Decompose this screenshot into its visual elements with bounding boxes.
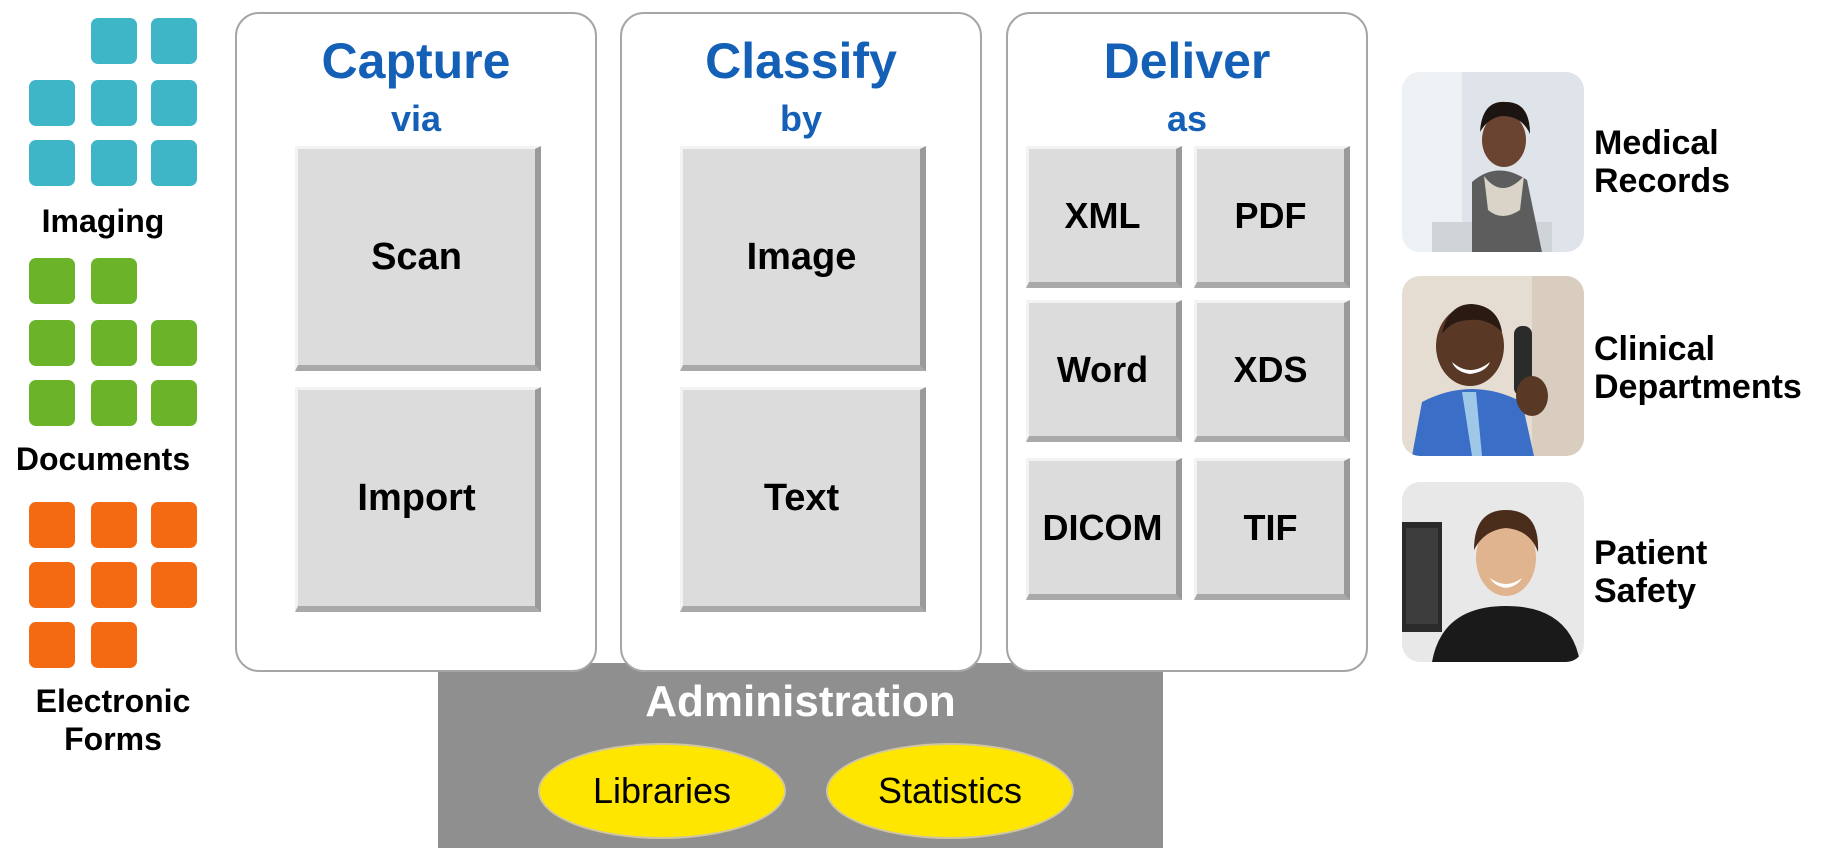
dicom-button[interactable]: DICOM [1026,458,1182,600]
source-label-imaging: Imaging [41,203,165,239]
audience-label-patient-safety: Patient Safety [1594,534,1707,610]
clinical-departments-photo [1402,276,1584,456]
audience-label-medical-records: Medical Records [1594,124,1730,200]
text-button[interactable]: Text [680,387,926,612]
patient-safety-photo [1402,482,1584,662]
audience-line2: Records [1594,162,1731,200]
audience-line1: Medical [1594,124,1719,162]
audience-line2: Departments [1594,368,1802,406]
statistics-oval[interactable]: Statistics [826,743,1074,839]
libraries-oval[interactable]: Libraries [538,743,786,839]
capture-panel: Capture via Scan Import [235,12,597,672]
pdf-button[interactable]: PDF [1194,146,1350,288]
audience-label-clinical-departments: Clinical Departments [1594,330,1802,406]
classify-subtitle: by [779,98,822,139]
classify-panel: Classify by Image Text [620,12,982,672]
deliver-title: Deliver [1103,33,1271,89]
deliver-subtitle: as [1166,98,1208,139]
import-button[interactable]: Import [295,387,541,612]
scan-button[interactable]: Scan [295,146,541,371]
source-label-documents: Documents [15,441,191,477]
tif-button[interactable]: TIF [1194,458,1350,600]
capture-subtitle: via [390,98,442,139]
administration-bar: Administration Libraries Statistics [438,663,1163,848]
xds-button[interactable]: XDS [1194,300,1350,442]
audience-line1: Patient [1594,534,1708,572]
capture-title: Capture [321,33,511,89]
source-label-electronic-forms: Electronic Forms [3,682,223,758]
word-button[interactable]: Word [1026,300,1182,442]
administration-title: Administration [645,677,956,726]
image-button[interactable]: Image [680,146,926,371]
deliver-panel: Deliver as XML PDF Word XDS DICOM TIF [1006,12,1368,672]
classify-title: Classify [705,33,897,89]
medical-records-photo [1402,72,1584,252]
audience-line2: Safety [1594,572,1697,610]
source-label-electronic-forms-text: Electronic Forms [35,683,191,757]
xml-button[interactable]: XML [1026,146,1182,288]
audience-line1: Clinical [1594,330,1715,368]
